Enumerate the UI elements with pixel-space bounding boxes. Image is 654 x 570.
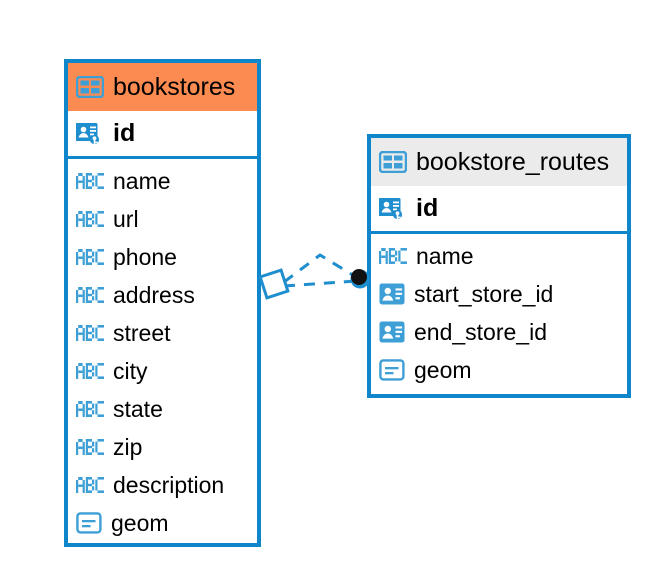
field-label: street (113, 319, 171, 346)
field-label: description (113, 471, 225, 498)
field-row[interactable]: name (68, 162, 257, 200)
field-label: end_store_id (414, 318, 547, 345)
field-row[interactable]: start_store_id (371, 275, 627, 313)
field-row[interactable]: name (371, 237, 627, 275)
field-row[interactable]: state (68, 390, 257, 428)
entity-bookstore-routes[interactable]: bookstore_routes id (367, 134, 631, 398)
field-label: zip (113, 433, 143, 460)
field-row[interactable]: url (68, 200, 257, 238)
geometry-icon (76, 511, 102, 535)
abc-text-icon (76, 249, 104, 265)
field-row[interactable]: zip (68, 428, 257, 466)
field-label: city (113, 357, 148, 384)
entity-bookstores-field-list: name u (68, 159, 257, 542)
entity-bookstore-routes-primary-key-label: id (416, 194, 439, 222)
field-row[interactable]: description (68, 466, 257, 504)
relationship-line-upper (283, 253, 357, 284)
abc-text-icon (76, 287, 104, 303)
abc-text-icon (76, 439, 104, 455)
relationship-source-diamond-icon (258, 268, 290, 300)
field-row[interactable]: phone (68, 238, 257, 276)
geometry-icon (379, 358, 405, 382)
entity-bookstore-routes-field-list: name start_store_id (371, 234, 627, 389)
abc-text-icon (76, 211, 104, 227)
entity-bookstores-title: bookstores (113, 72, 236, 101)
field-label: state (113, 395, 163, 422)
entity-bookstores[interactable]: bookstores id (64, 59, 261, 547)
entity-bookstore-routes-title: bookstore_routes (416, 147, 610, 176)
entity-bookstores-primary-key-row[interactable]: id (68, 111, 257, 159)
field-row[interactable]: city (68, 352, 257, 390)
abc-text-icon (76, 477, 104, 493)
field-label: url (113, 205, 139, 232)
entity-bookstore-routes-primary-key-row[interactable]: id (371, 186, 627, 234)
abc-text-icon (76, 363, 104, 379)
field-label: geom (111, 509, 169, 536)
entity-bookstores-primary-key-label: id (113, 119, 136, 147)
field-row[interactable]: end_store_id (371, 313, 627, 351)
relationship-line-lower (283, 279, 357, 288)
field-label: phone (113, 243, 177, 270)
field-row[interactable]: street (68, 314, 257, 352)
field-label: name (113, 167, 171, 194)
field-row[interactable]: geom (68, 504, 257, 542)
field-label: start_store_id (414, 280, 554, 307)
abc-text-icon (76, 325, 104, 341)
primary-key-icon (75, 120, 104, 148)
foreign-key-icon (379, 320, 405, 344)
field-label: address (113, 281, 195, 308)
abc-text-icon (76, 401, 104, 417)
table-icon (378, 150, 408, 174)
primary-key-icon (378, 195, 407, 223)
entity-bookstore-routes-header[interactable]: bookstore_routes (371, 138, 627, 186)
entity-bookstores-header[interactable]: bookstores (68, 63, 257, 111)
abc-text-icon (379, 248, 407, 264)
field-label: name (416, 242, 474, 269)
foreign-key-icon (379, 282, 405, 306)
field-row[interactable]: address (68, 276, 257, 314)
field-row[interactable]: geom (371, 351, 627, 389)
abc-text-icon (76, 173, 104, 189)
table-icon (75, 75, 105, 99)
field-label: geom (414, 356, 472, 383)
